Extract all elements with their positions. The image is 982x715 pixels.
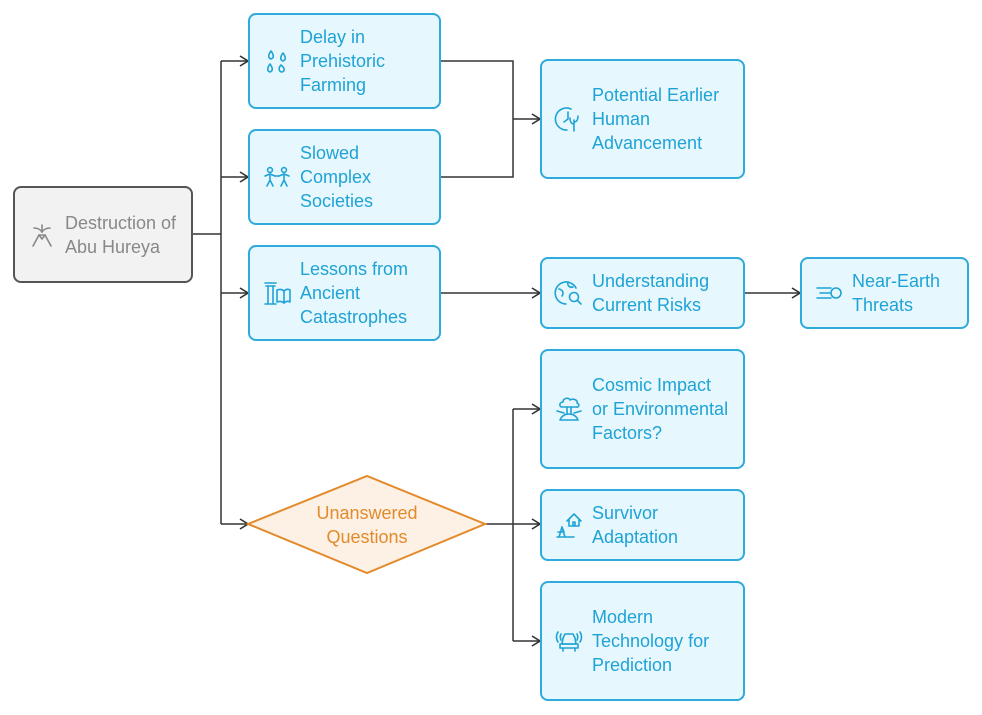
questions-diamond xyxy=(245,474,488,575)
cosmic-label: Cosmic Impact or Environmental Factors? xyxy=(592,375,729,443)
node-near-earth-threats[interactable]: Near-Earth Threats xyxy=(800,257,969,329)
clock-plant-icon xyxy=(552,104,586,134)
node-lessons-ancient-catastrophes[interactable]: Lessons from Ancient Catastrophes xyxy=(248,245,441,341)
node-slowed-complex-societies[interactable]: Slowed Complex Societies xyxy=(248,129,441,225)
survivor-label: Survivor Adaptation xyxy=(592,503,679,547)
root-label: Destruction of Abu Hureya xyxy=(65,212,177,257)
node-cosmic-impact[interactable]: Cosmic Impact or Environmental Factors? xyxy=(540,349,745,469)
questions-label[interactable]: Unanswered Questions xyxy=(316,503,418,547)
seeds-icon xyxy=(260,46,294,76)
people-icon xyxy=(260,162,294,192)
connector-root-trunk xyxy=(193,61,222,524)
radar-car-icon xyxy=(552,626,586,656)
node-modern-technology[interactable]: Modern Technology for Prediction xyxy=(540,581,745,701)
technology-label: Modern Technology for Prediction xyxy=(592,607,710,675)
branch-slowed-label: Slowed Complex Societies xyxy=(300,143,374,211)
node-potential-earlier-advancement[interactable]: Potential Earlier Human Advancement xyxy=(540,59,745,179)
branch-lessons-label: Lessons from Ancient Catastrophes xyxy=(300,259,409,327)
node-destruction-abu-hureya[interactable]: Destruction of Abu Hureya xyxy=(13,186,193,283)
column-book-icon xyxy=(260,278,294,308)
meteor-icon xyxy=(812,278,846,308)
node-understanding-current-risks[interactable]: Understanding Current Risks xyxy=(540,257,745,329)
mushroom-cloud-icon xyxy=(552,394,586,424)
advancement-label: Potential Earlier Human Advancement xyxy=(592,85,720,153)
node-survivor-adaptation[interactable]: Survivor Adaptation xyxy=(540,489,745,561)
connector-questions-trunk xyxy=(485,409,514,641)
house-shelter-icon xyxy=(552,510,586,540)
risks-label: Understanding Current Risks xyxy=(592,271,710,315)
branch-delay-label: Delay in Prehistoric Farming xyxy=(300,27,386,95)
globe-search-icon xyxy=(552,278,586,308)
node-delay-prehistoric-farming[interactable]: Delay in Prehistoric Farming xyxy=(248,13,441,109)
connector-delay-merge xyxy=(441,60,540,178)
volcano-icon xyxy=(25,220,59,250)
threats-label: Near-Earth Threats xyxy=(852,271,941,315)
